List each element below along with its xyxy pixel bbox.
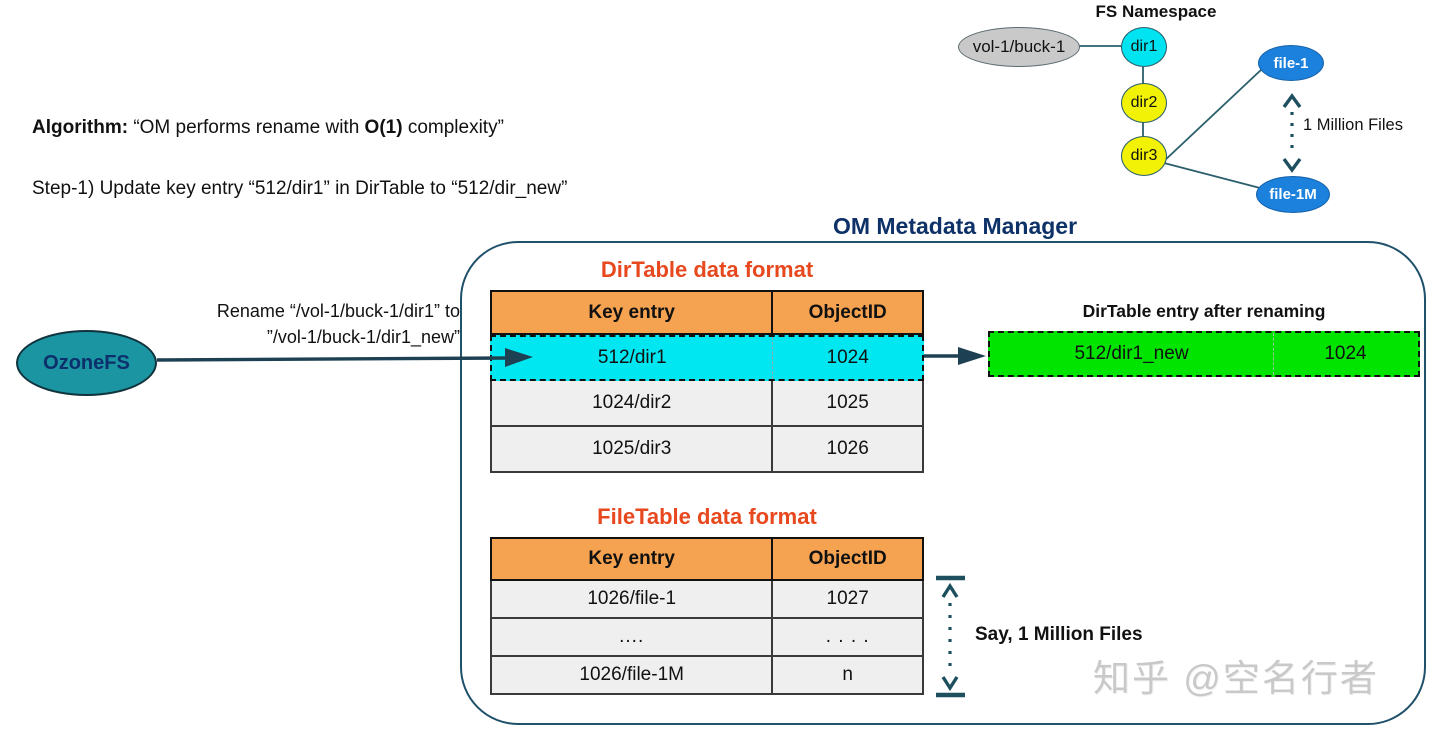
dirtable-row-key: 1024/dir2 [492,381,774,425]
filetable-row: 1026/file-1M n [490,657,924,695]
filetable-row-objectid: n [842,664,853,685]
filetable-header-key: Key entry [492,539,774,579]
renamed-entry-title: DirTable entry after renaming [1082,301,1326,321]
fs-namespace-title: FS Namespace [1095,2,1217,21]
algorithm-text-before: “OM performs rename with [128,117,365,138]
renamed-entry-row: 512/dir1_new 1024 [988,331,1420,377]
filetable: Key entry ObjectID 1026/file-1 1027 ....… [490,537,924,695]
dirtable-header-objectid: ObjectID [808,301,887,323]
dirtable-row-objectid: 1025 [826,392,869,413]
dirtable-title: DirTable data format [600,257,814,282]
filetable-header-objectid: ObjectID [808,548,887,569]
million-files-double-arrow [1282,93,1302,173]
filetable-row: .... . . . . [490,619,924,657]
filetable-row-key: 1026/file-1M [492,657,774,693]
dirtable-header-key: Key entry [492,292,774,333]
say-million-files-label: Say, 1 Million Files [975,624,1143,645]
dirtable-highlight-key: 512/dir1 [492,337,774,379]
filetable-header-row: Key entry ObjectID [490,537,924,581]
filetable-row: 1026/file-1 1027 [490,581,924,619]
node-file-1m: file-1M [1256,176,1330,213]
algorithm-complexity: O(1) [364,117,403,138]
namespace-edges [1078,45,1263,189]
dirtable-row: 1025/dir3 1026 [490,427,924,473]
dirtable-highlight-row: 512/dir1 1024 [490,335,924,381]
dirtable: Key entry ObjectID 512/dir1 1024 1024/di… [490,290,924,473]
node-dir2: dir2 [1121,83,1167,123]
node-file-1: file-1 [1258,45,1324,81]
filetable-row-key: .... [492,619,774,655]
dirtable-row-objectid: 1026 [826,438,869,459]
renamed-entry-objectid: 1024 [1324,343,1367,364]
million-files-label: 1 Million Files [1303,116,1403,134]
ozonefs-node: OzoneFS [16,330,157,396]
algorithm-line: Algorithm: “OM performs rename with O(1)… [32,117,504,139]
filetable-title: FileTable data format [597,504,817,529]
rename-line1: Rename “/vol-1/buck-1/dir1” to [216,301,460,321]
om-metadata-manager-box [460,241,1426,725]
algorithm-label: Algorithm: [32,117,129,138]
node-dir1: dir1 [1121,27,1167,67]
dirtable-header-row: Key entry ObjectID [490,290,924,335]
dirtable-highlight-objectid: 1024 [826,347,869,368]
dirtable-row: 1024/dir2 1025 [490,381,924,427]
filetable-row-key: 1026/file-1 [492,581,774,617]
watermark: 知乎 @空名行者 [1093,658,1379,699]
renamed-entry-key: 512/dir1_new [990,333,1274,375]
dirtable-row-key: 1025/dir3 [492,427,774,471]
rename-line2: ”/vol-1/buck-1/dir1_new” [266,327,460,347]
filetable-row-objectid: 1027 [826,588,869,609]
node-bucket: vol-1/buck-1 [958,27,1080,67]
algorithm-text-after: complexity” [402,117,504,138]
node-dir3: dir3 [1121,136,1167,176]
filetable-row-objectid: . . . . [825,626,870,647]
rename-request-label: Rename “/vol-1/buck-1/dir1” to ”/vol-1/b… [130,298,460,350]
om-metadata-manager-title: OM Metadata Manager [832,213,1078,239]
step-line: Step-1) Update key entry “512/dir1” in D… [32,178,568,199]
